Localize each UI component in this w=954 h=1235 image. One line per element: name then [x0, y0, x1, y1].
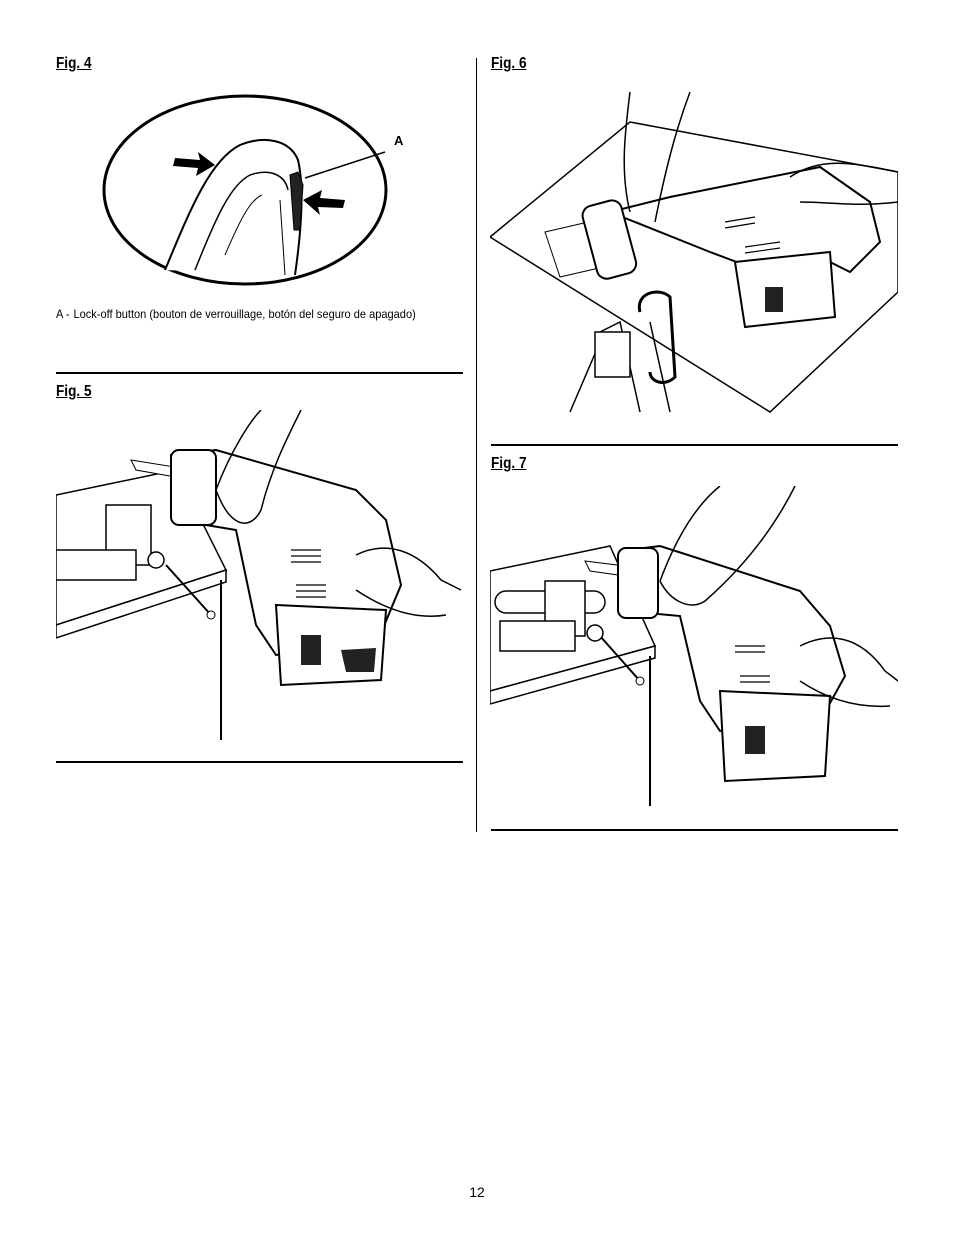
fig-5-illustration — [56, 410, 462, 740]
fig-5-label: Fig. 5 — [56, 383, 92, 400]
section-rule — [56, 761, 463, 763]
section-rule — [491, 444, 898, 446]
fig-6-illustration — [490, 92, 898, 413]
fig-4-illustration — [102, 94, 388, 286]
fig-7-label: Fig. 7 — [491, 455, 527, 472]
caption-key: A - — [56, 307, 70, 321]
fig-4-label: Fig. 4 — [56, 55, 92, 72]
page-number: 12 — [469, 1184, 485, 1200]
fig-4-caption: A - Lock-off button (bouton de verrouill… — [56, 307, 430, 322]
caption-text: Lock-off button (bouton de verrouillage,… — [73, 307, 416, 321]
fig-6-label: Fig. 6 — [491, 55, 527, 72]
fig-7-illustration — [490, 486, 898, 806]
column-divider — [476, 58, 477, 832]
section-rule — [491, 829, 898, 831]
section-rule — [56, 372, 463, 374]
callout-a: A — [394, 133, 404, 148]
